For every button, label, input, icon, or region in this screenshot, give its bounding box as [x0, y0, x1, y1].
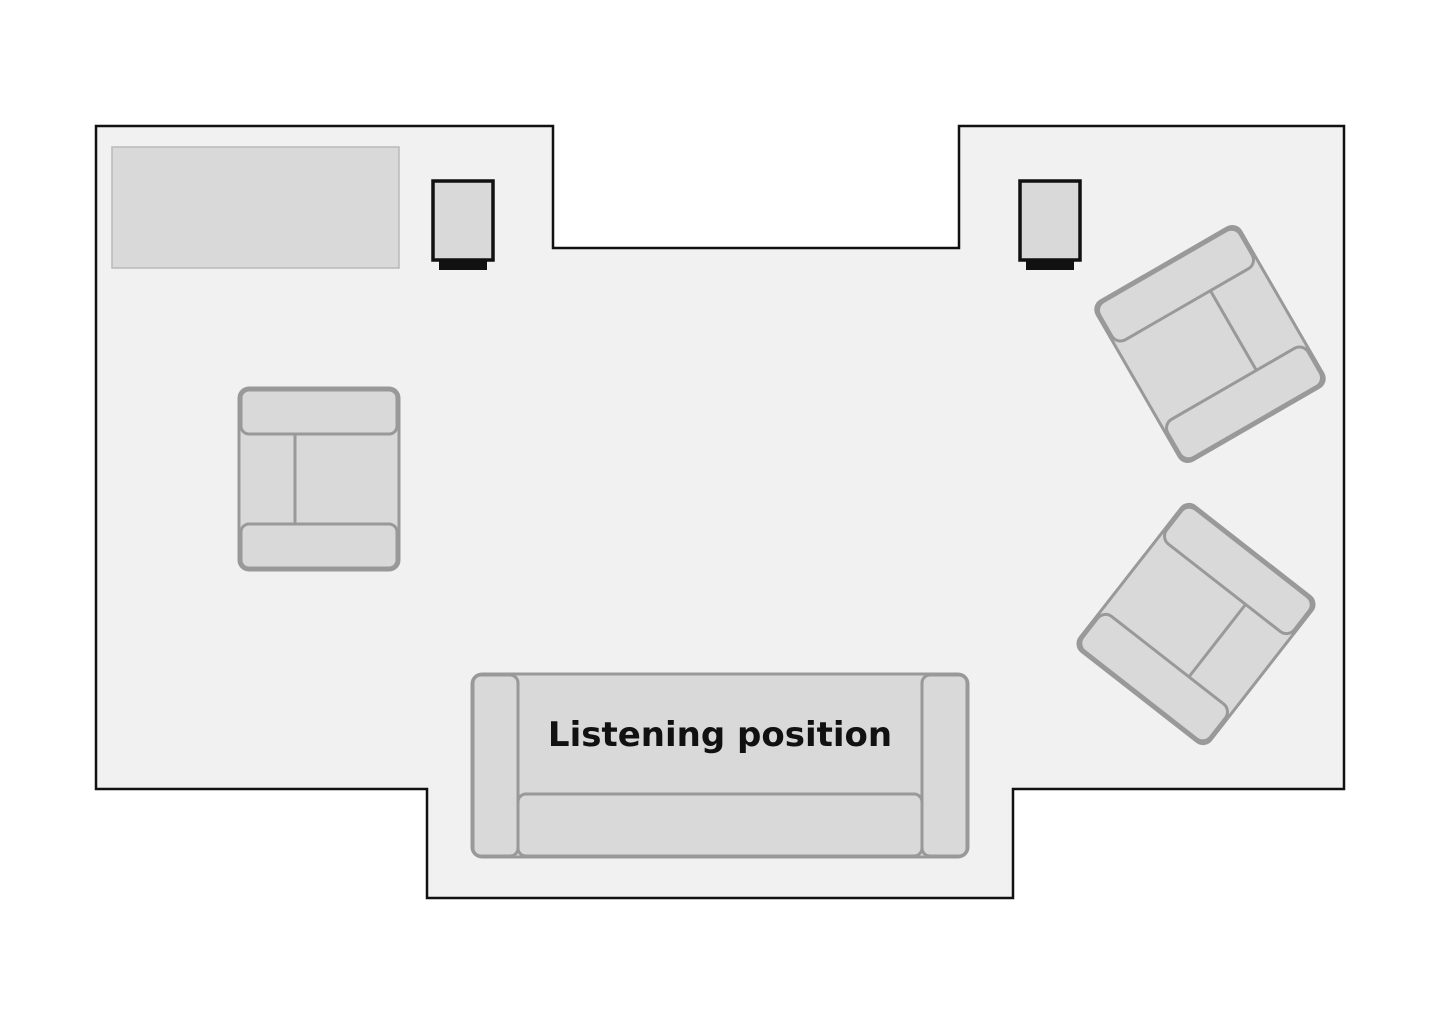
- listening-position-label: Listening position: [548, 715, 892, 755]
- room-outline: [94, 124, 1346, 900]
- armchair-icon: [1094, 224, 1326, 464]
- sofa-icon: Listening position: [470, 672, 970, 859]
- armchair-icon: [237, 386, 401, 572]
- left-speaker-icon: [431, 179, 495, 270]
- right-speaker-icon: [1018, 179, 1082, 270]
- armchair-icon: [1076, 502, 1316, 746]
- rug-icon: [111, 146, 400, 269]
